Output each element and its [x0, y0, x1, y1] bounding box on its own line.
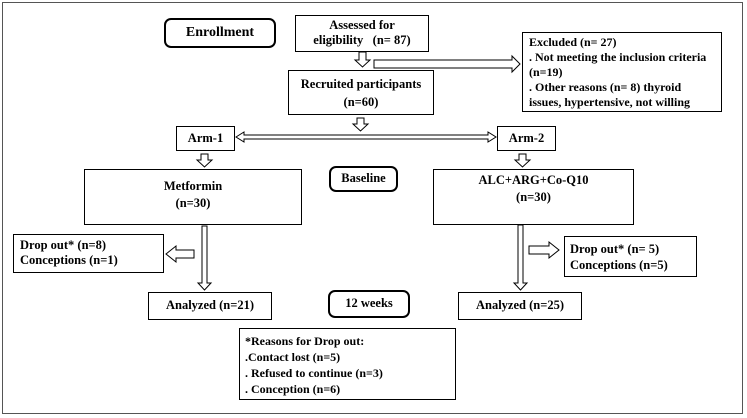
arrow-to-dropout-right — [528, 240, 560, 260]
assessed-line1: Assessed for — [329, 18, 395, 32]
recruited-line1: Recruited participants — [300, 77, 422, 91]
metformin-line2: (n=30) — [175, 196, 211, 210]
assessed-box: Assessed for eligibility (n= 87) — [295, 15, 429, 52]
arm1-box: Arm-1 — [176, 126, 235, 151]
alc-line1: ALC+ARG+Co-Q10 — [478, 173, 589, 187]
arrow-to-excluded — [373, 54, 521, 74]
dropout-left-box: Drop out* (n=8) Conceptions (n=1) — [13, 234, 164, 273]
dropout-left-line2: Conceptions (n=1) — [20, 253, 118, 267]
metformin-line1: Metformin — [163, 179, 223, 193]
arrow-to-dropout-left — [165, 244, 195, 264]
arrow-arm2-to-alc — [513, 153, 532, 168]
diagram-frame — [2, 2, 743, 414]
dropout-right-line1: Drop out* (n= 5) — [570, 242, 660, 256]
arrow-arm1-arm2 — [235, 131, 497, 143]
reasons-line1: .Contact lost (n=5) — [245, 350, 341, 364]
arrow-metformin-to-analyzed — [196, 225, 213, 291]
reasons-title: *Reasons for Drop out: — [245, 334, 365, 348]
reasons-line3: . Conception (n=6) — [245, 382, 341, 396]
recruited-line2: (n=60) — [343, 95, 379, 109]
excluded-line3: . Other reasons (n= 8) thyroid — [529, 80, 682, 94]
dropout-left-line1: Drop out* (n=8) — [20, 238, 107, 252]
excluded-title: Excluded (n= 27) — [529, 35, 617, 49]
arm2-box: Arm-2 — [497, 126, 556, 151]
arrow-recruited-to-arms — [351, 117, 370, 132]
arrow-arm1-to-metformin — [195, 153, 214, 168]
baseline-label: Baseline — [329, 166, 398, 192]
arrow-assessed-to-recruited — [353, 51, 372, 68]
analyzed-right-box: Analyzed (n=25) — [458, 292, 582, 320]
excluded-line2: (n=19) — [529, 65, 563, 79]
dropout-right-box: Drop out* (n= 5) Conceptions (n=5) — [564, 236, 697, 277]
excluded-line4: issues, hypertensive, not willing — [529, 95, 691, 109]
alc-box: ALC+ARG+Co-Q10 (n=30) — [433, 169, 634, 225]
arrow-alc-to-analyzed — [512, 224, 529, 291]
assessed-line2: eligibility (n= 87) — [313, 33, 411, 47]
weeks-label: 12 weeks — [328, 290, 410, 318]
metformin-box: Metformin (n=30) — [84, 169, 302, 225]
excluded-box: Excluded (n= 27) . Not meeting the inclu… — [522, 32, 722, 112]
alc-line2: (n=30) — [516, 190, 551, 204]
excluded-line1: . Not meeting the inclusion criteria — [529, 50, 707, 64]
enrollment-label: Enrollment — [164, 18, 276, 48]
dropout-right-line2: Conceptions (n=5) — [570, 258, 668, 272]
reasons-line2: . Refused to continue (n=3) — [245, 366, 383, 380]
analyzed-left-box: Analyzed (n=21) — [148, 292, 272, 320]
recruited-box: Recruited participants (n=60) — [288, 70, 434, 115]
reasons-box: *Reasons for Drop out: .Contact lost (n=… — [239, 328, 456, 400]
